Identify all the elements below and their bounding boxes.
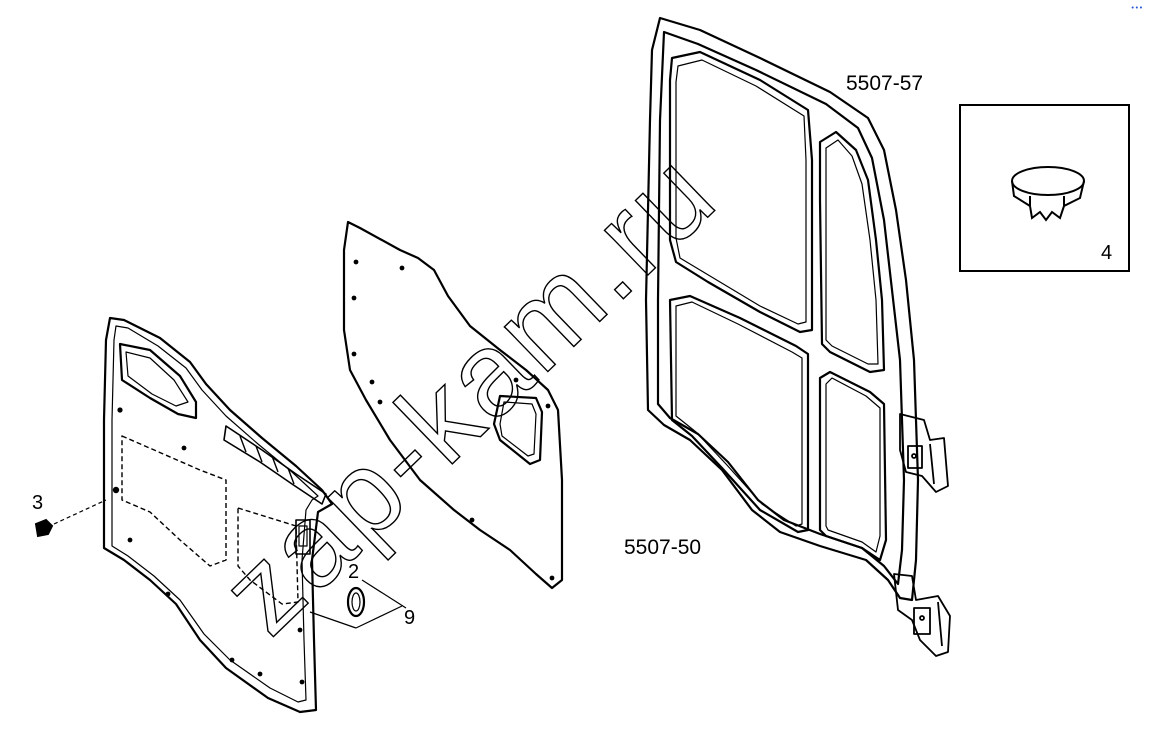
clip-part [346, 586, 366, 618]
leader-lines [309, 579, 407, 629]
inner-panel-sheet [342, 220, 564, 590]
lower-hinge [893, 573, 951, 657]
corner-mark-icon: ••• [1130, 4, 1143, 12]
assembly-label-door-frame: 5507-57 [846, 72, 924, 95]
assembly-label-door-panel: 5507-50 [624, 536, 702, 559]
inset-frame [959, 104, 1130, 272]
inset-plug-detail [959, 104, 1130, 272]
part-label-3: 3 [32, 492, 44, 514]
part-label-2: 2 [348, 561, 360, 583]
watermark: zap-kam.ru [196, 125, 742, 659]
upper-hinge [899, 413, 949, 493]
plug-part [1011, 166, 1085, 222]
watermark-text: zap-kam.ru [196, 126, 741, 659]
door-trim-panel [102, 316, 334, 714]
door-frame [644, 16, 951, 657]
part-label-4: 4 [1101, 242, 1113, 264]
screw-part [34, 499, 107, 538]
part-label-9: 9 [404, 607, 416, 629]
